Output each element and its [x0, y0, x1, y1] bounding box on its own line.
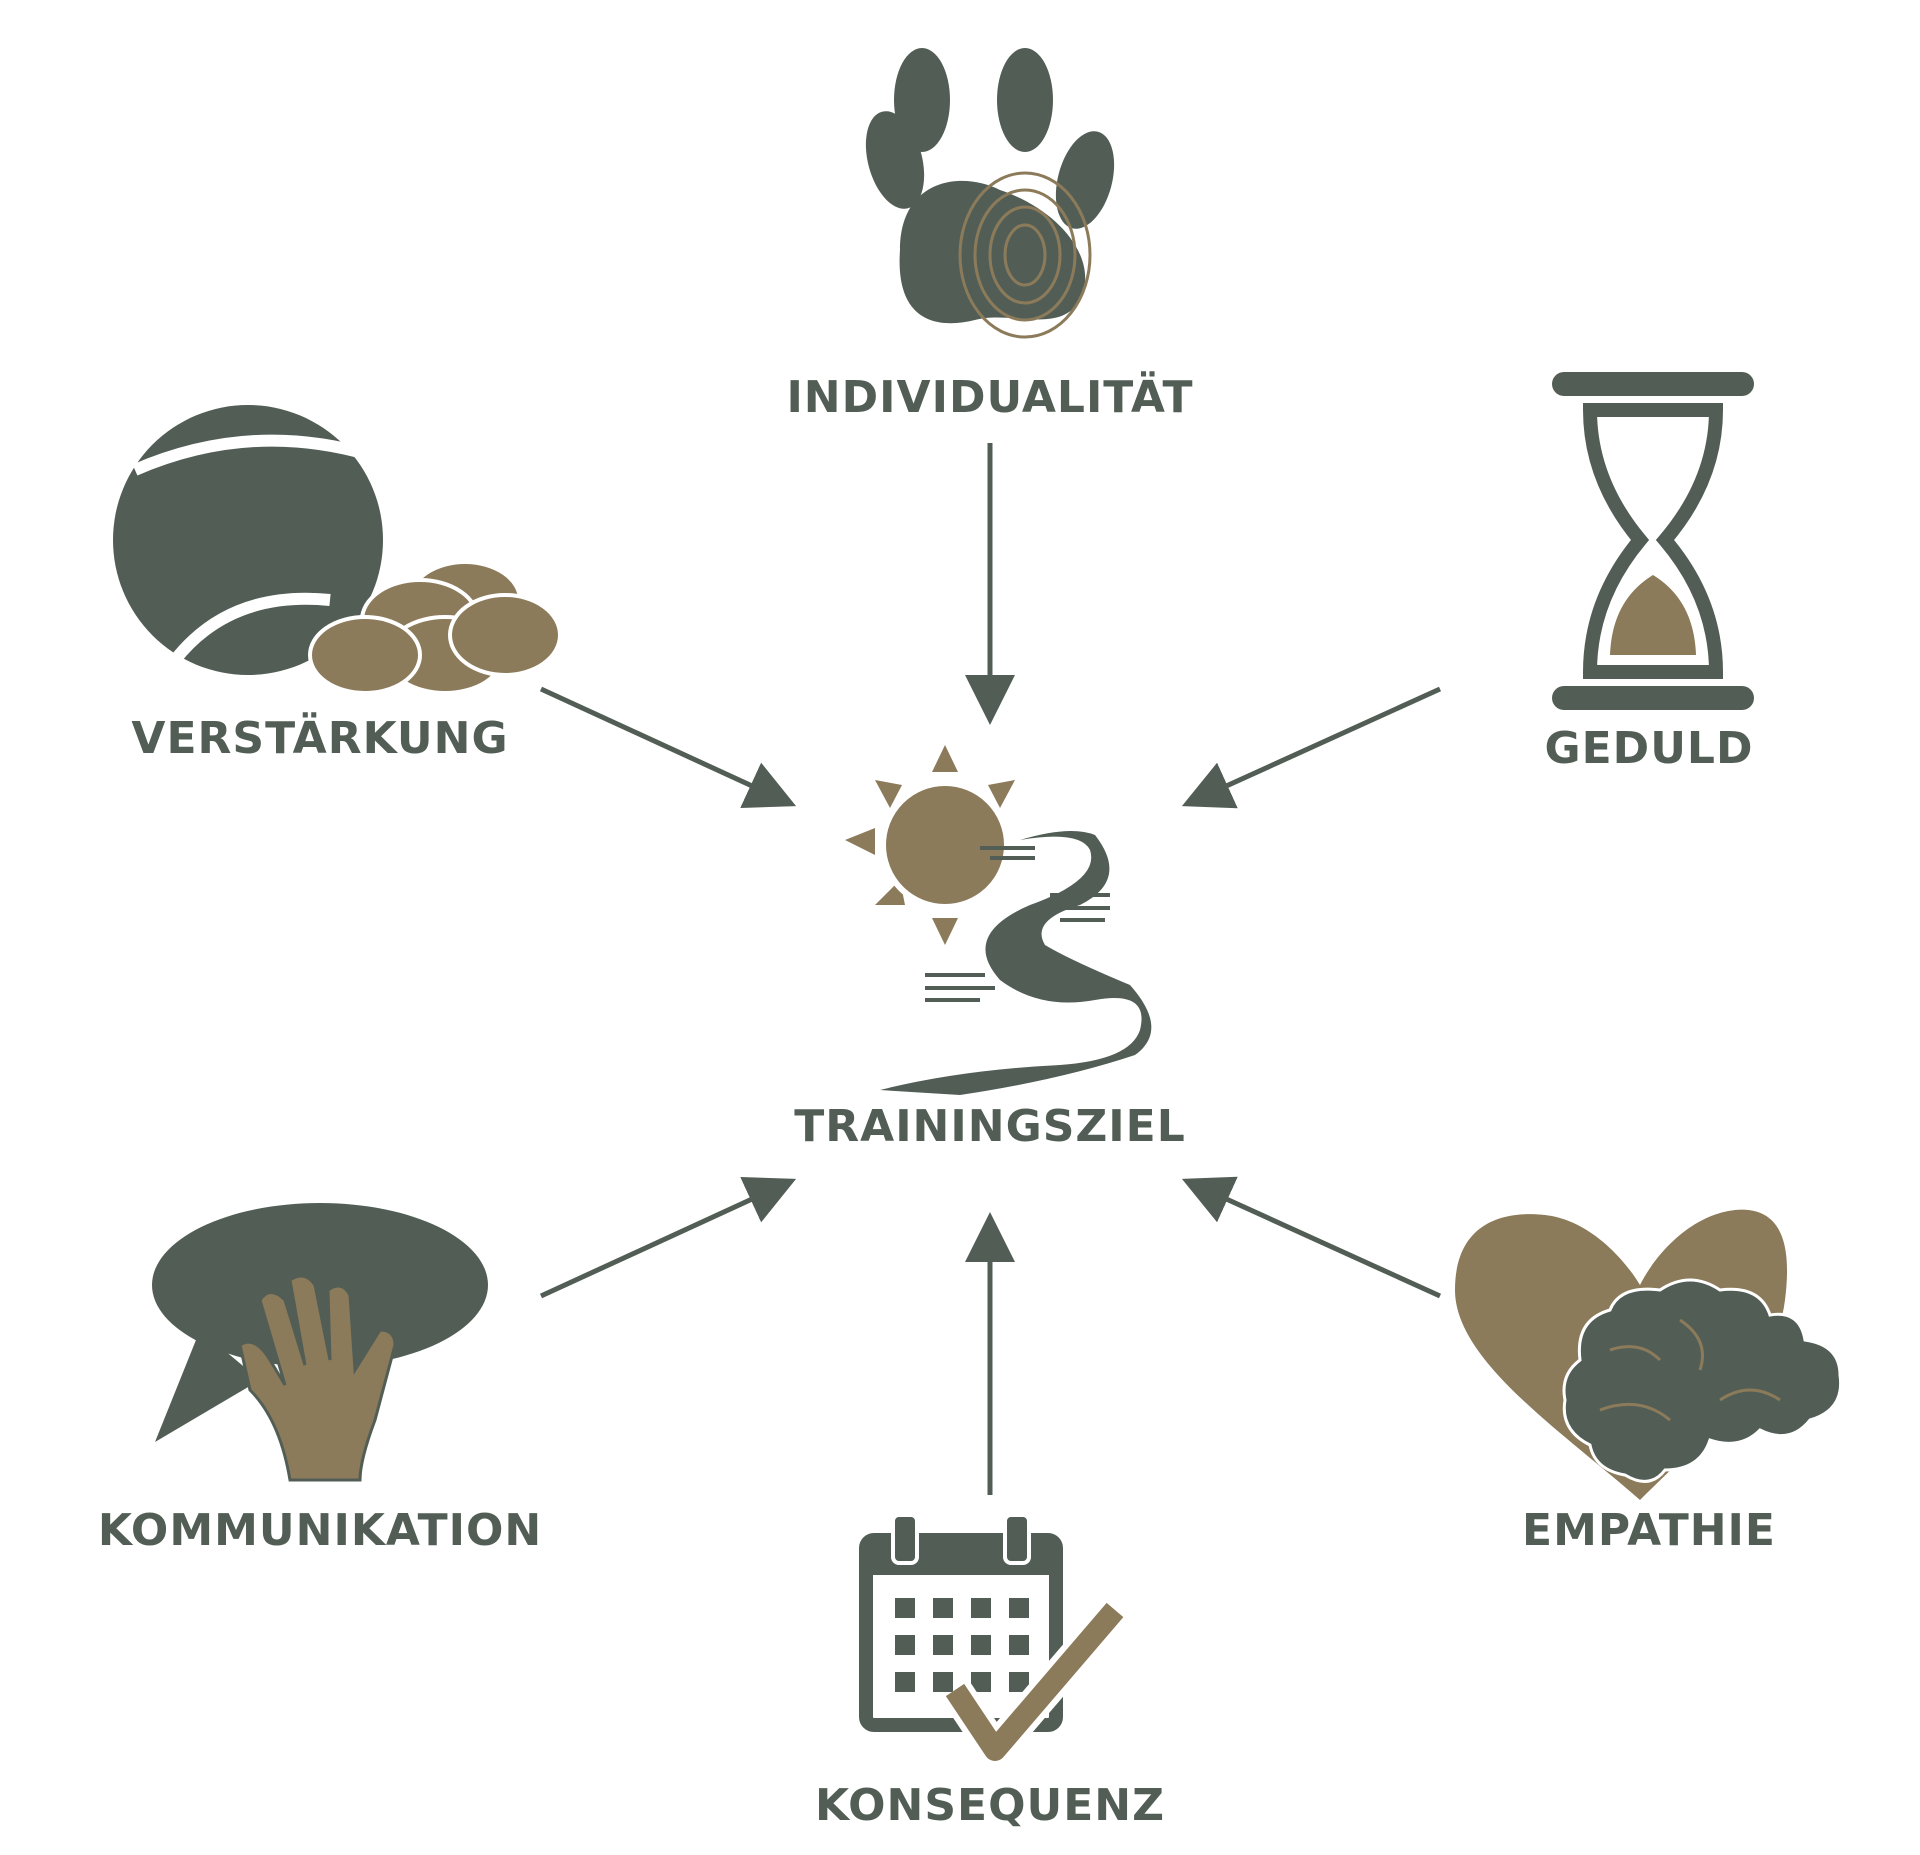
hourglass-icon — [1552, 372, 1754, 710]
node-label-konsequenz: KONSEQUENZ — [814, 1780, 1166, 1831]
sun-road-icon — [845, 745, 1152, 1095]
ball-treats-icon — [113, 405, 562, 695]
arrow-empathie — [1181, 1176, 1442, 1299]
heart-brain-icon — [1455, 1209, 1843, 1500]
center-label-trainingsziel: TRAININGSZIEL — [794, 1101, 1186, 1152]
node-label-empathie: EMPATHIE — [1522, 1505, 1776, 1556]
speech-bubble-hand-icon — [152, 1203, 488, 1482]
paw-fingerprint-icon — [865, 48, 1115, 339]
calendar-check-icon — [859, 1513, 1128, 1767]
arrow-verstaerkung — [539, 686, 797, 809]
node-label-kommunikation: KOMMUNIKATION — [97, 1505, 543, 1556]
arrow-kommunikation — [539, 1176, 797, 1299]
node-label-individualitaet: INDIVIDUALITÄT — [786, 372, 1194, 423]
arrow-geduld — [1181, 686, 1442, 809]
node-label-geduld: GEDULD — [1544, 723, 1754, 774]
node-label-verstaerkung: VERSTÄRKUNG — [131, 713, 509, 764]
